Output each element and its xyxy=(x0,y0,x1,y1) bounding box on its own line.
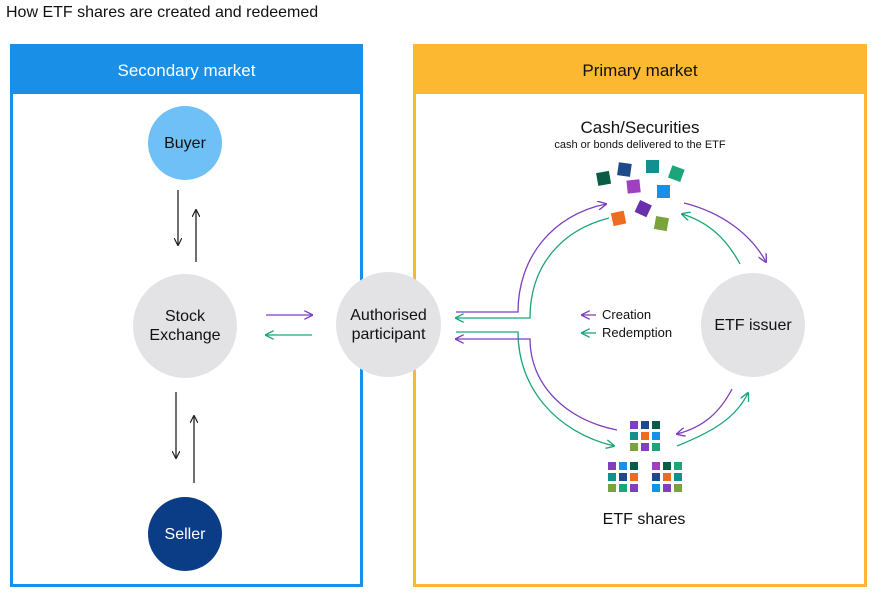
seller-label: Seller xyxy=(164,525,206,543)
authorised-participant-node: Authorised participant xyxy=(336,272,441,377)
issuer-to-shares-creation-arrow xyxy=(677,388,733,434)
secondary-market-header: Secondary market xyxy=(13,47,360,94)
buyer-node: Buyer xyxy=(148,106,222,180)
buyer-label: Buyer xyxy=(164,134,206,152)
etf-shares-icon xyxy=(608,421,682,492)
cash-securities-subtitle: cash or bonds delivered to the ETF xyxy=(554,139,726,151)
cash-to-issuer-creation-arrow xyxy=(683,202,766,262)
stock-exchange-label-line2: Exchange xyxy=(149,327,221,344)
cash-securities-title: Cash/Securities xyxy=(580,118,700,137)
issuer-to-cash-redemption-arrow xyxy=(682,214,741,265)
authorised-participant-label-line2: participant xyxy=(351,325,426,343)
etf-issuer-label: ETF issuer xyxy=(714,316,792,334)
cash-securities-icon xyxy=(596,160,685,232)
etf-shares-label: ETF shares xyxy=(602,511,686,528)
authorised-participant-label-line1: Authorised xyxy=(350,306,427,324)
ap-to-cash-creation-arrow xyxy=(456,204,606,313)
shares-to-issuer-redemption-arrow xyxy=(676,393,748,447)
etf-issuer-node: ETF issuer xyxy=(701,273,805,377)
stock-exchange-node: Stock Exchange xyxy=(133,274,237,378)
primary-market-header: Primary market xyxy=(416,47,864,94)
ap-to-shares-redemption-arrow xyxy=(456,331,614,446)
cash-to-ap-redemption-arrow xyxy=(456,217,610,318)
legend-redemption-label: Redemption xyxy=(602,325,673,340)
page-title: How ETF shares are created and redeemed xyxy=(6,4,319,21)
seller-node: Seller xyxy=(148,497,222,571)
stock-exchange-label-line1: Stock xyxy=(164,308,205,325)
shares-to-ap-creation-arrow xyxy=(456,339,618,431)
legend-creation-label: Creation xyxy=(602,307,652,322)
